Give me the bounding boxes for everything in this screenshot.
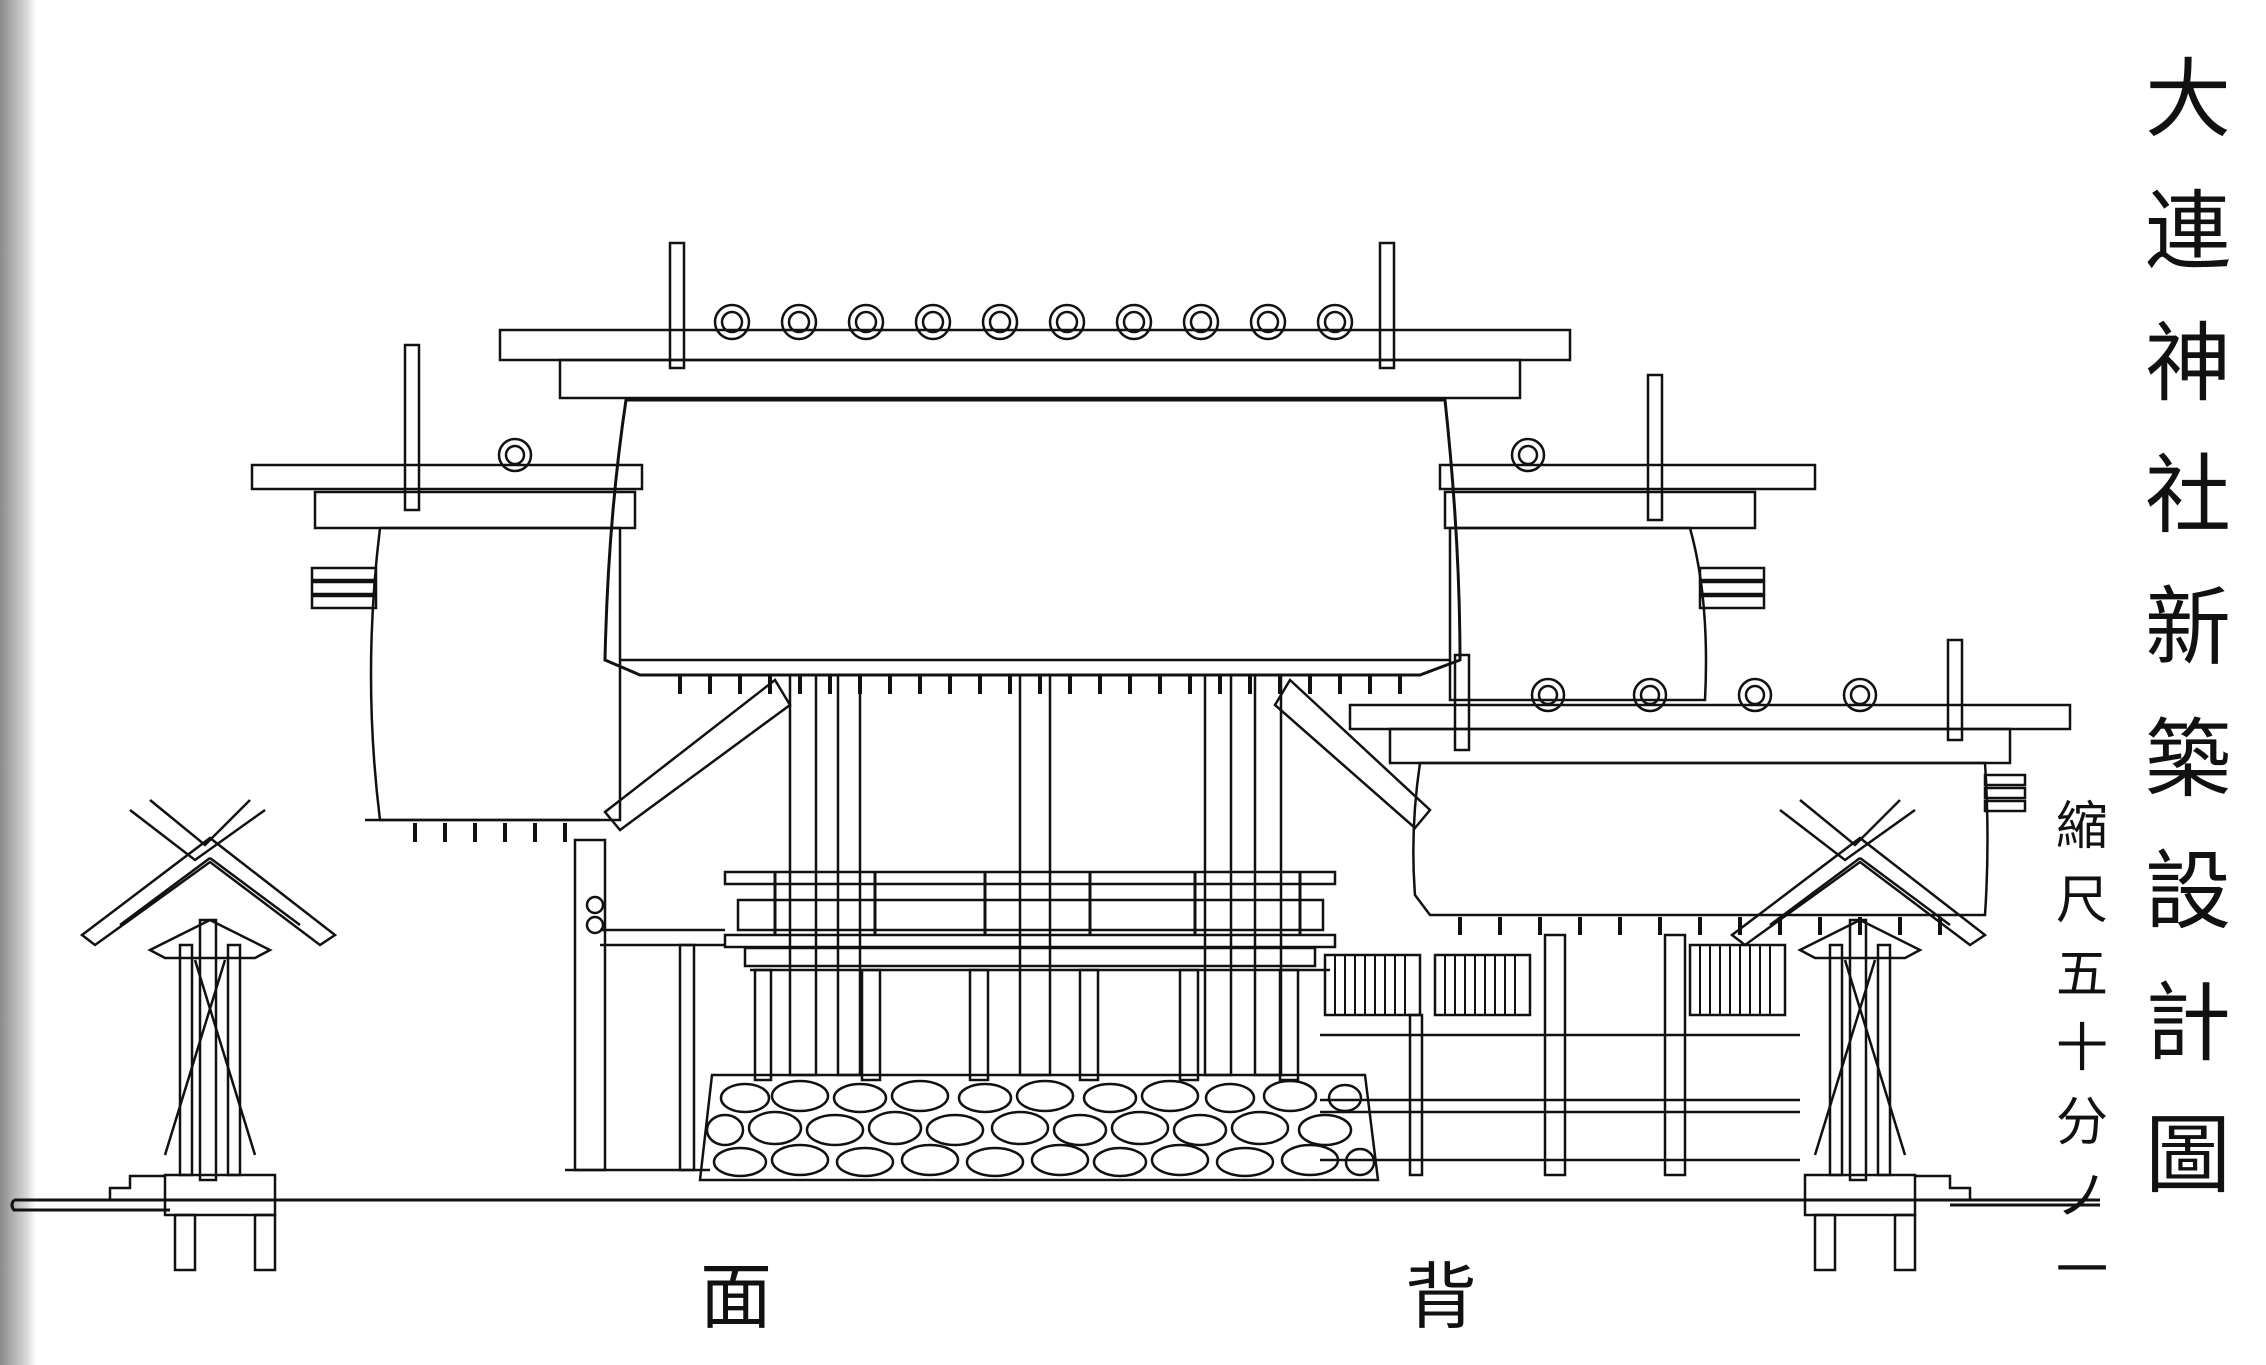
scale-char: 五: [2055, 945, 2108, 1005]
title-char: 社: [2145, 446, 2231, 546]
title-char: 築: [2145, 710, 2231, 810]
scale-char: 十: [2055, 1019, 2108, 1079]
title-char: 新: [2145, 578, 2231, 678]
main-hall-railing: [723, 870, 1337, 972]
scale-char: 一: [2055, 1241, 2108, 1301]
right-hall: [1320, 373, 2072, 1177]
main-hall-rafter-ends: [678, 676, 1402, 694]
main-hall-lower-posts: [753, 968, 1300, 1082]
scanned-page-edge: [0, 0, 36, 1365]
title-char: 計: [2145, 974, 2231, 1074]
right-hall-roof-bands: [1698, 566, 1766, 610]
left-hall: [250, 343, 644, 842]
left-gate-shrine: [79, 799, 338, 1272]
view-label-char-1: 面: [700, 1255, 773, 1339]
scale-char: 縮: [2055, 797, 2108, 857]
right-gate-shrine: [1729, 799, 1988, 1272]
scale-char: 分: [2055, 1093, 2108, 1153]
title-char: 神: [2145, 314, 2231, 414]
scale-char: ノ: [2055, 1167, 2108, 1227]
drawing-title: 大連神社新築設計圖: [2128, 34, 2248, 1222]
scale-note: 縮尺五十分ノ一: [2046, 790, 2118, 1308]
scale-char: 尺: [2055, 871, 2108, 931]
left-hall-roof-bands: [310, 566, 378, 610]
view-label-char-2: 背: [1405, 1255, 1478, 1339]
main-hall-pillars: [788, 673, 1283, 1077]
title-char: 圖: [2145, 1106, 2231, 1206]
stone-foundation: [698, 1073, 1380, 1182]
title-char: 設: [2145, 842, 2231, 942]
right-hall-lattice-panels: [1323, 943, 1787, 1017]
left-corridor: [565, 838, 725, 1172]
main-hall-katsuogi: [713, 303, 1354, 341]
ground-line: [10, 1198, 2100, 1212]
title-char: 連: [2145, 182, 2231, 282]
main-hall: [498, 241, 1572, 1182]
right-hall-side-bands: [1983, 773, 2027, 813]
title-char: 大: [2145, 50, 2231, 150]
